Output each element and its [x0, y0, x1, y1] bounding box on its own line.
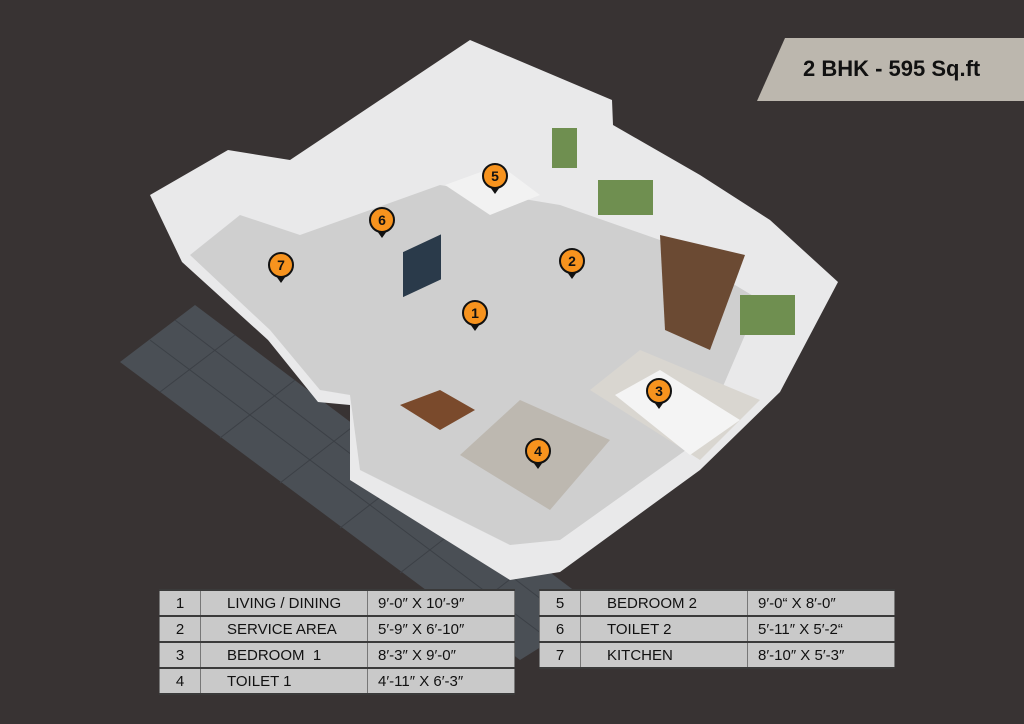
room-marker-7[interactable]: 7	[268, 252, 294, 283]
room-name: BEDROOM 1	[200, 641, 368, 669]
wardrobe	[660, 235, 745, 350]
room-size: 8′-3″ X 9′-0″	[367, 641, 515, 669]
room-name: BEDROOM 2	[580, 589, 748, 617]
room-size: 5′-9″ X 6′-10″	[367, 615, 515, 643]
tv	[403, 234, 441, 298]
area-title: 2 BHK - 595 Sq.ft	[803, 56, 981, 81]
room-marker-4[interactable]: 4	[525, 438, 551, 469]
room-size: 5′-11″ X 5′-2“	[747, 615, 895, 643]
room-number: 3	[159, 641, 201, 669]
room-number: 4	[159, 667, 201, 695]
room-number: 6	[539, 615, 581, 643]
room-name: LIVING / DINING	[200, 589, 368, 617]
floor	[190, 185, 760, 545]
room-marker-1[interactable]: 1	[462, 300, 488, 331]
room-size: 8′-10″ X 5′-3″	[747, 641, 895, 669]
room-marker-6[interactable]: 6	[369, 207, 395, 238]
window	[740, 295, 795, 335]
dining-table	[400, 390, 475, 430]
room-size: 9′-0″ X 10′-9″	[367, 589, 515, 617]
room-size: 4′-11″ X 6′-3″	[367, 667, 515, 695]
room-name: KITCHEN	[580, 641, 748, 669]
room-marker-3[interactable]: 3	[646, 378, 672, 409]
room-number: 2	[159, 615, 201, 643]
room-name: SERVICE AREA	[200, 615, 368, 643]
room-marker-2[interactable]: 2	[559, 248, 585, 279]
room-marker-5[interactable]: 5	[482, 163, 508, 194]
window	[552, 128, 577, 168]
area-banner: 2 BHK - 595 Sq.ft	[757, 38, 1024, 101]
room-name: TOILET 2	[580, 615, 748, 643]
room-name: TOILET 1	[200, 667, 368, 695]
window	[598, 180, 653, 215]
room-number: 5	[539, 589, 581, 617]
room-number: 7	[539, 641, 581, 669]
room-number: 1	[159, 589, 201, 617]
room-size: 9′-0“ X 8′-0″	[747, 589, 895, 617]
